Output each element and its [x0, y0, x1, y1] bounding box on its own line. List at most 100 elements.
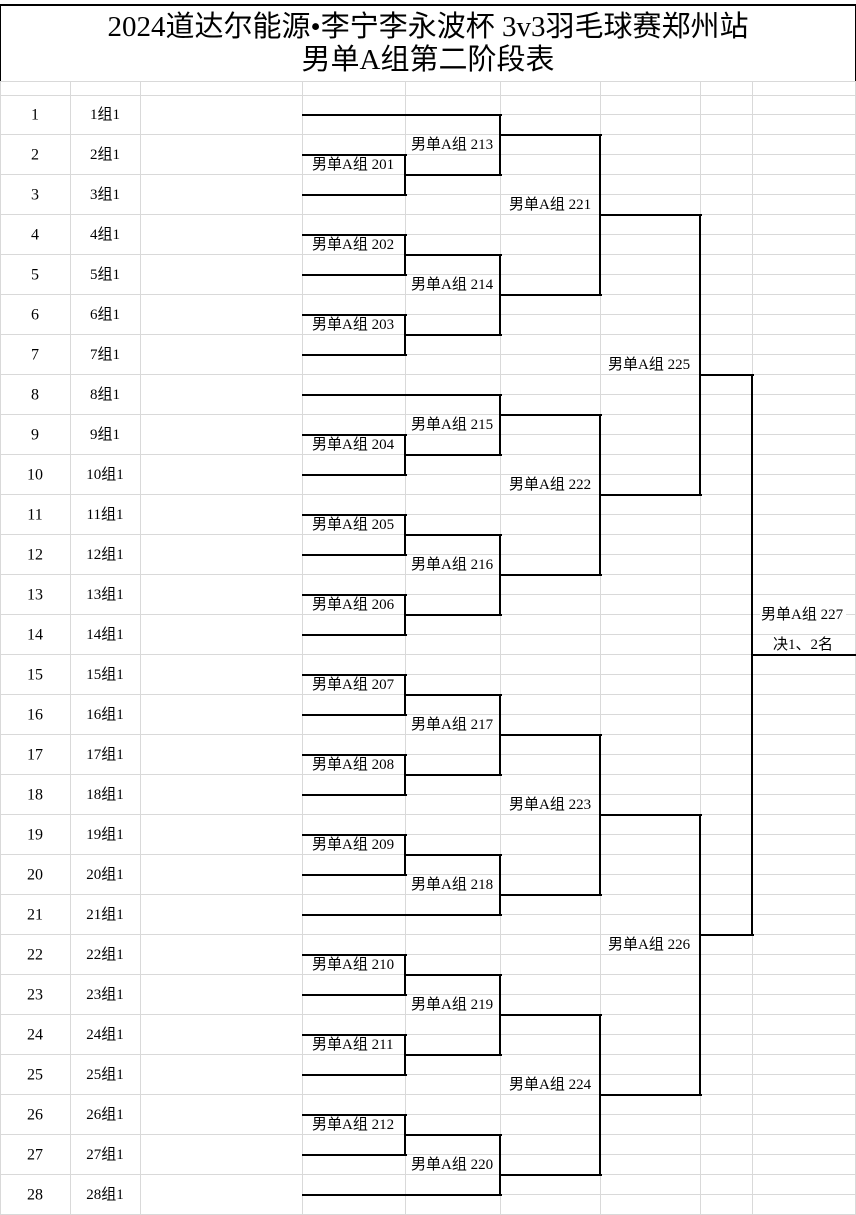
grid-vline	[140, 81, 141, 1215]
bracket-line-h	[500, 1014, 602, 1016]
bracket-line-v	[699, 814, 701, 1096]
bracket-line-v	[499, 394, 501, 456]
match-label: 男单A组 221	[508, 197, 595, 213]
row-number: 12	[27, 546, 43, 564]
match-label: 男单A组 219	[410, 997, 497, 1013]
seed-label: 8组1	[89, 387, 120, 403]
bracket-line-h	[302, 394, 502, 396]
row-number: 24	[27, 1026, 43, 1044]
row-number: 5	[31, 266, 39, 284]
seed-label: 1组1	[89, 107, 120, 123]
match-label: 男单A组 222	[508, 477, 595, 493]
match-label: 男单A组 202	[311, 237, 398, 253]
row-number: 27	[27, 1146, 43, 1164]
bracket-line-h	[302, 794, 407, 796]
bracket-line-v	[499, 854, 501, 916]
grid-vline	[0, 81, 1, 1215]
bracket-line-h	[600, 494, 702, 496]
match-label: 男单A组 211	[311, 1037, 397, 1053]
row-number: 28	[27, 1186, 43, 1204]
seed-label: 22组1	[86, 947, 124, 963]
page-title-line2: 男单A组第二阶段表	[301, 43, 555, 76]
seed-label: 10组1	[86, 467, 124, 483]
match-label: 男单A组 206	[311, 597, 398, 613]
bracket-line-h	[302, 594, 407, 596]
bracket-line-h	[302, 554, 407, 556]
bracket-line-h	[405, 1054, 502, 1056]
grid-vline	[70, 81, 71, 1215]
match-label: 男单A组 207	[311, 677, 398, 693]
gridline-header-row	[0, 95, 856, 96]
row-number: 13	[27, 586, 43, 604]
grid-vline	[600, 81, 601, 1215]
seed-label: 15组1	[86, 667, 124, 683]
match-label: 决1、2名	[772, 637, 837, 653]
bracket-line-h	[500, 1174, 602, 1176]
row-number: 18	[27, 786, 43, 804]
match-label: 男单A组 212	[311, 1117, 398, 1133]
bracket-line-h	[302, 154, 407, 156]
match-label: 男单A组 227	[760, 607, 847, 623]
bracket-line-h	[302, 634, 407, 636]
seed-label: 26组1	[86, 1107, 124, 1123]
seed-label: 7组1	[89, 347, 120, 363]
bracket-line-h	[302, 1074, 407, 1076]
match-label: 男单A组 217	[410, 717, 497, 733]
bracket-line-h	[302, 114, 502, 116]
row-number: 3	[31, 186, 39, 204]
seed-label: 21组1	[86, 907, 124, 923]
bracket-line-h	[600, 814, 702, 816]
match-label: 男单A组 215	[410, 417, 497, 433]
bracket-line-h	[405, 534, 502, 536]
bracket-line-h	[302, 674, 407, 676]
bracket-line-h	[302, 434, 407, 436]
bracket-line-v	[499, 114, 501, 176]
row-number: 21	[27, 906, 43, 924]
seed-label: 24组1	[86, 1027, 124, 1043]
grid-vline	[302, 81, 303, 1215]
bracket-line-h	[302, 914, 502, 916]
bracket-line-h	[700, 374, 754, 376]
bracket-line-h	[302, 1194, 502, 1196]
match-label: 男单A组 226	[607, 937, 694, 953]
match-label: 男单A组 214	[410, 277, 497, 293]
match-label: 男单A组 205	[311, 517, 398, 533]
bracket-line-h	[600, 214, 702, 216]
bracket-line-h	[405, 334, 502, 336]
match-label: 男单A组 210	[311, 957, 398, 973]
page-title-line1: 2024道达尔能源•李宁李永波杯 3v3羽毛球赛郑州站	[107, 10, 749, 43]
match-label: 男单A组 203	[311, 317, 398, 333]
seed-label: 3组1	[89, 187, 120, 203]
bracket-line-h	[405, 454, 502, 456]
row-number: 15	[27, 666, 43, 684]
grid-vline	[500, 81, 501, 1215]
match-label: 男单A组 216	[410, 557, 497, 573]
seed-label: 20组1	[86, 867, 124, 883]
grid-vline	[700, 81, 701, 1215]
bracket-line-h	[302, 354, 407, 356]
row-number: 10	[27, 466, 43, 484]
row-number: 14	[27, 626, 43, 644]
row-number: 4	[31, 226, 39, 244]
bracket-line-h	[302, 194, 407, 196]
bracket-line-h	[500, 734, 602, 736]
bracket-line-h	[302, 954, 407, 956]
bracket-line-h	[700, 934, 754, 936]
bracket-line-h	[405, 174, 502, 176]
bracket-line-h	[302, 714, 407, 716]
seed-label: 28组1	[86, 1187, 124, 1203]
bracket-line-h	[405, 1134, 502, 1136]
bracket-line-h	[405, 694, 502, 696]
bracket-line-h	[405, 254, 502, 256]
bracket-line-h	[302, 274, 407, 276]
row-number: 8	[31, 386, 39, 404]
row-number: 9	[31, 426, 39, 444]
seed-label: 23组1	[86, 987, 124, 1003]
row-number: 17	[27, 746, 43, 764]
bracket-line-v	[499, 1134, 501, 1196]
bracket-line-h	[302, 874, 407, 876]
bracket-line-h	[302, 994, 407, 996]
title-block: 2024道达尔能源•李宁李永波杯 3v3羽毛球赛郑州站 男单A组第二阶段表	[0, 4, 856, 81]
row-number: 22	[27, 946, 43, 964]
grid-vline	[405, 81, 406, 1215]
